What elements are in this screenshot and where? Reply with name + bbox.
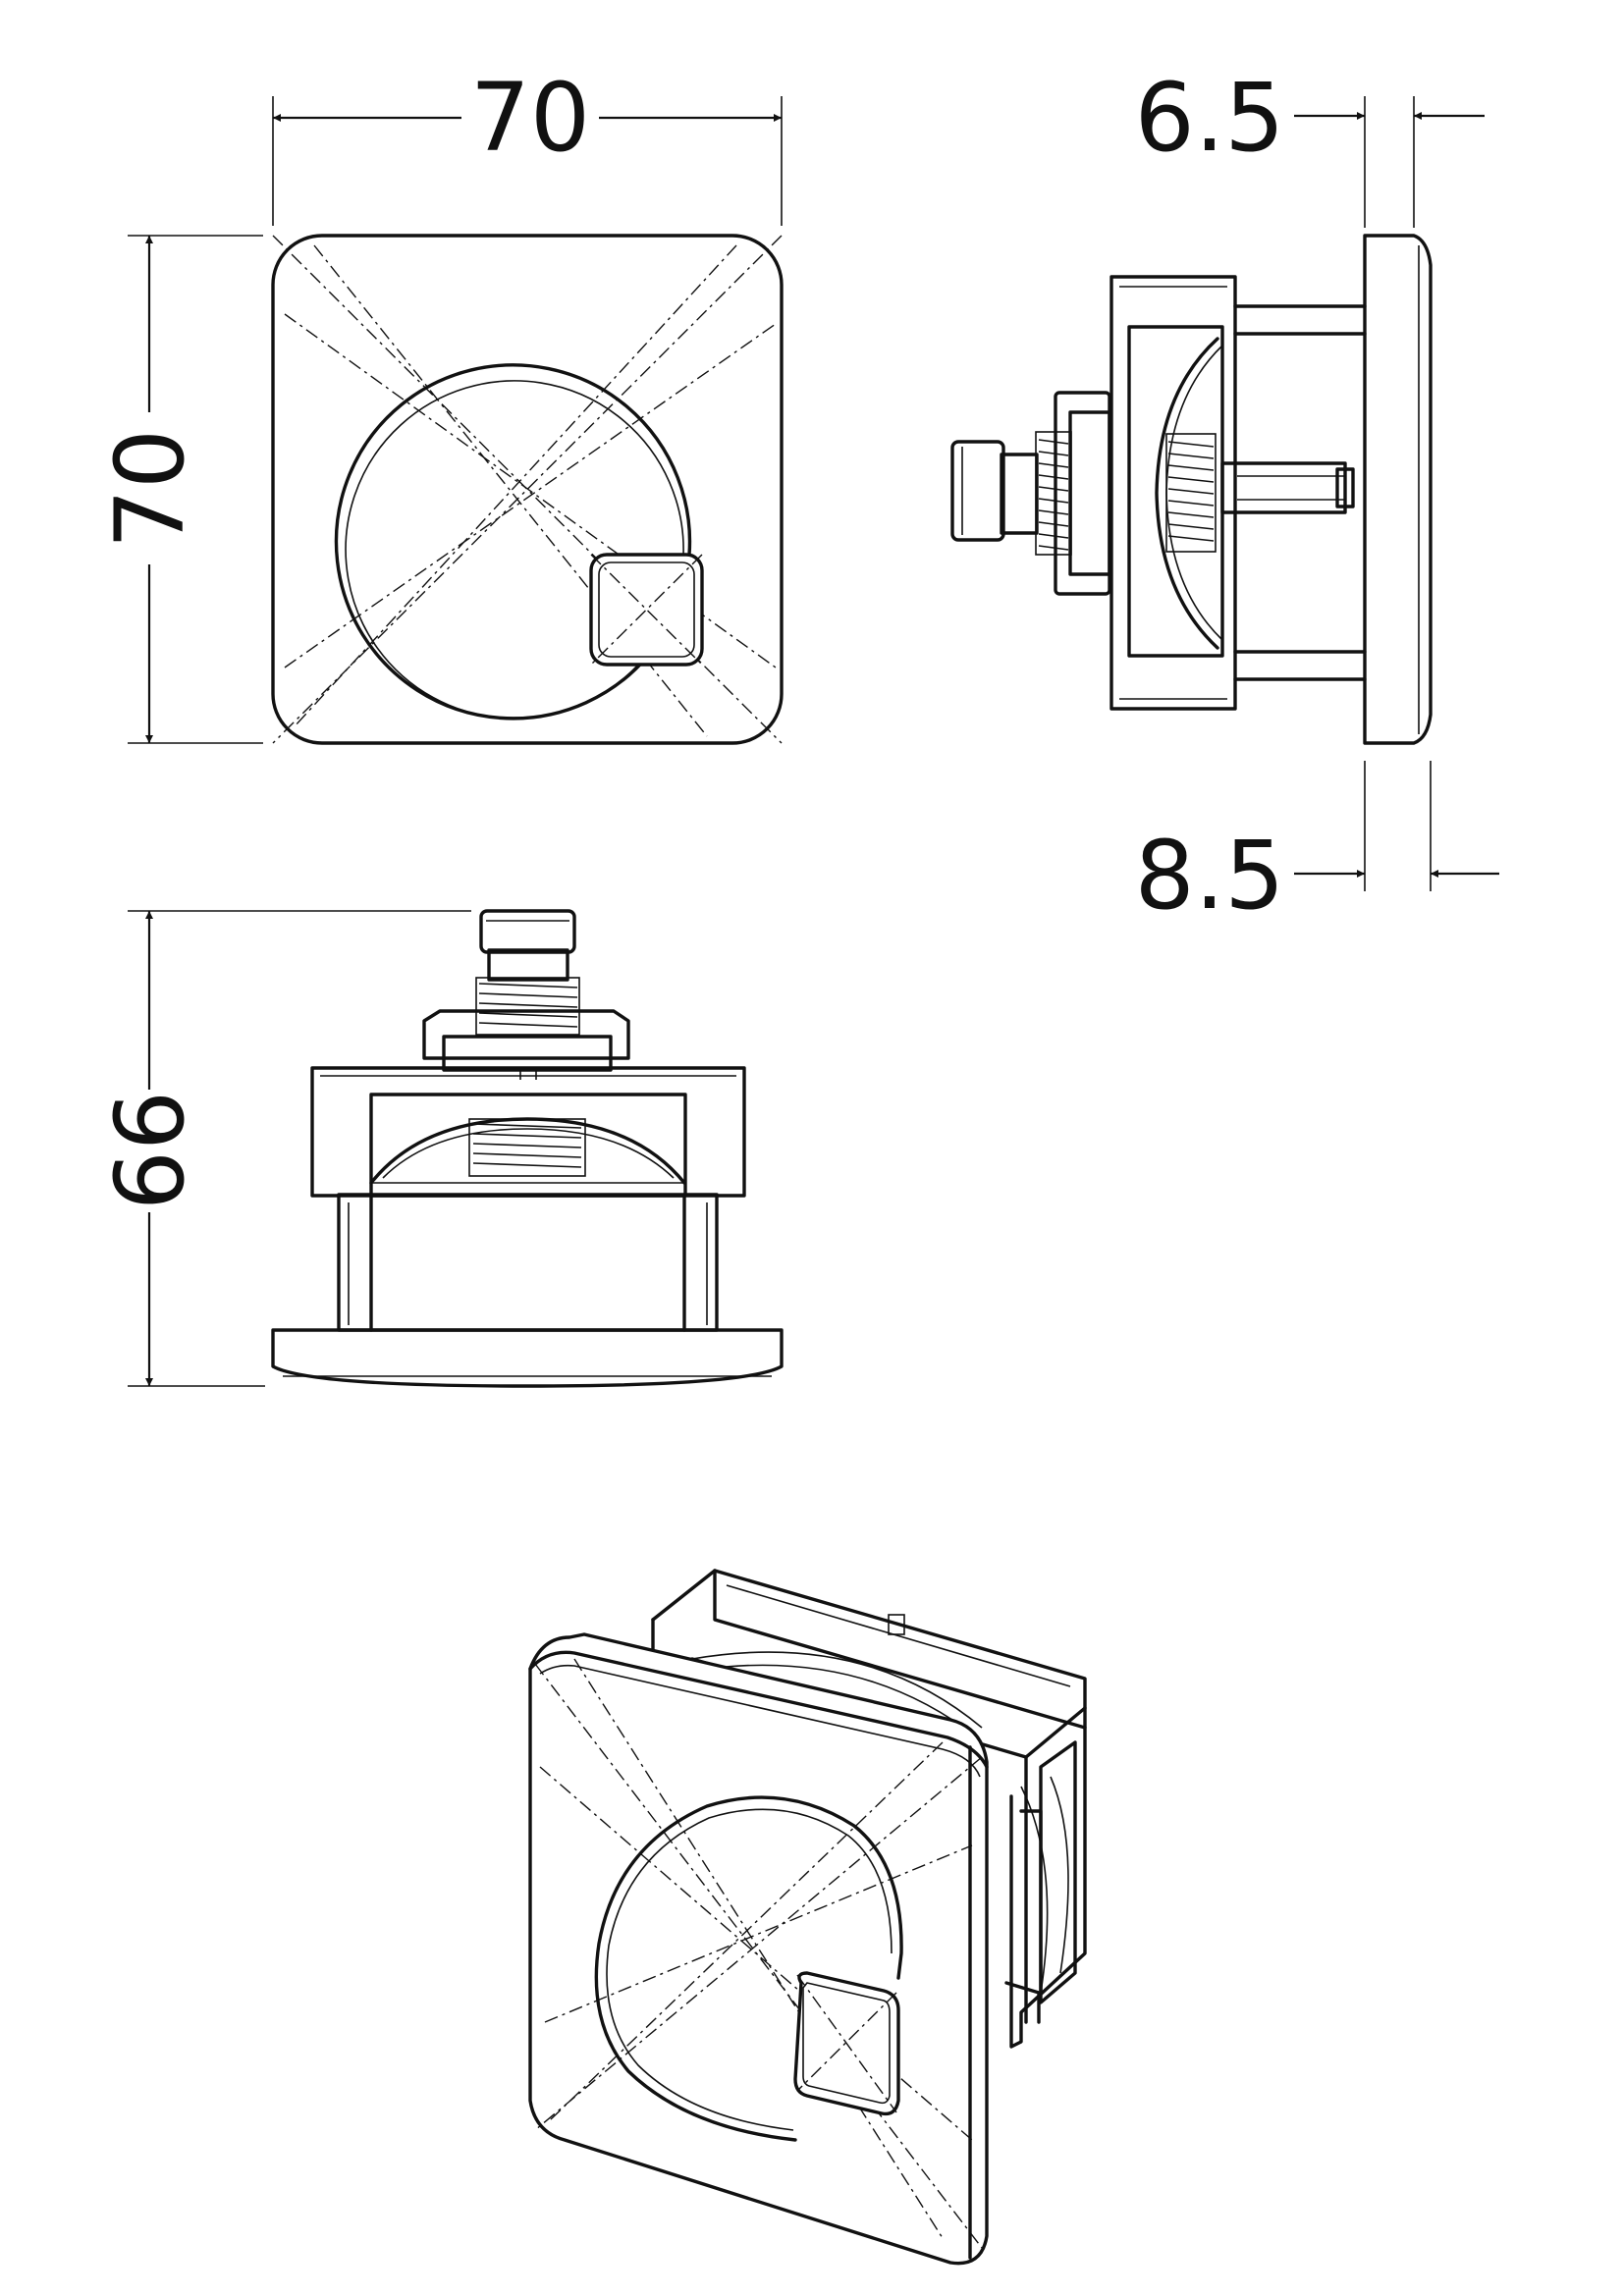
bottom-height-dimension: 66 (95, 910, 471, 1387)
front-view (271, 234, 784, 745)
side-bottom-dimension: 8.5 (1135, 761, 1499, 931)
side-bottom-label: 8.5 (1135, 821, 1285, 931)
side-top-dimension: 6.5 (1135, 63, 1485, 228)
side-top-label: 6.5 (1135, 63, 1285, 173)
front-height-label: 70 (95, 429, 205, 549)
front-width-dimension: 70 (272, 63, 783, 226)
isometric-view (528, 1569, 1087, 2266)
bottom-view (271, 909, 784, 1388)
front-width-label: 70 (470, 63, 590, 173)
side-view (950, 234, 1433, 745)
bottom-height-label: 66 (95, 1091, 205, 1210)
front-height-dimension: 70 (95, 235, 263, 744)
